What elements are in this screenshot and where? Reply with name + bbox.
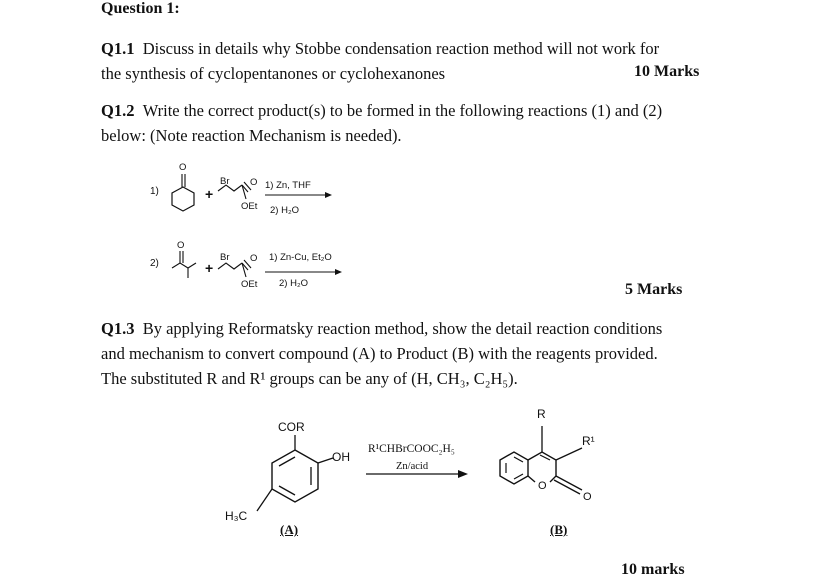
q1-2-number: Q1.2 bbox=[101, 101, 135, 120]
reaction-1-ester-oxygen: O bbox=[250, 177, 258, 188]
q1-3-line1: Q1.3 By applying Reformatsky reaction me… bbox=[101, 316, 761, 341]
reaction-2-condition-2: 2) H₂O bbox=[279, 278, 309, 289]
q1-1-line1: Q1.1 Discuss in details why Stobbe conde… bbox=[101, 36, 761, 61]
q1-3-text-line3: The substituted R and R¹ groups can be a… bbox=[101, 369, 518, 388]
q1-2-marks: 5 Marks bbox=[625, 281, 683, 298]
reaction-2-ketone-oxygen: O bbox=[177, 240, 185, 251]
product-b-r1: R¹ bbox=[582, 434, 595, 448]
product-b-carbonyl-oxygen: O bbox=[583, 491, 592, 503]
reagent-zn-acid: Zn/acid bbox=[396, 461, 429, 472]
compound-a-label: (A) bbox=[280, 522, 299, 537]
q1-1-marks: 10 Marks bbox=[634, 63, 700, 80]
reaction-2-plus: + bbox=[205, 260, 214, 276]
reaction-1-structures bbox=[171, 174, 332, 212]
reaction-1-plus: + bbox=[205, 186, 214, 202]
reaction-1-condition-2: 2) H₂O bbox=[270, 205, 300, 216]
q1-2-text-line2: below: (Note reaction Mechanism is neede… bbox=[101, 126, 402, 145]
compound-a-oh: OH bbox=[332, 450, 350, 464]
reaction-2-oet: OEt bbox=[241, 279, 258, 290]
reaction-2-bromine: Br bbox=[220, 252, 230, 263]
product-b-r: R bbox=[537, 407, 546, 421]
reaction-2-ester-oxygen: O bbox=[250, 253, 258, 264]
q1-3-number: Q1.3 bbox=[101, 319, 135, 338]
product-b-ring-oxygen: O bbox=[538, 480, 547, 492]
reaction-1-bromine: Br bbox=[220, 176, 230, 187]
reagent-ester: R¹CHBrCOOC₂H₅ bbox=[368, 443, 455, 455]
reaction-1-oet: OEt bbox=[241, 201, 258, 212]
compound-a-cor: COR bbox=[278, 420, 305, 434]
reaction-2-condition-1: 1) Zn-Cu, Et₂O bbox=[269, 252, 332, 263]
product-b-label: (B) bbox=[550, 522, 568, 537]
reformatsky-scheme: COR OH H₃C (A) R¹CHBrCOOC₂H₅ Zn/acid R R… bbox=[200, 400, 650, 550]
reaction-2-scheme: 2) O + Br O OEt 1) Zn-Cu, Et₂O 2) H₂O bbox=[145, 238, 355, 298]
q1-1-number: Q1.1 bbox=[101, 39, 135, 58]
compound-a-h3c: H₃C bbox=[225, 509, 248, 523]
reaction-1-scheme: 1) O + Br O OEt 1) Zn, THF 2) H₂O bbox=[145, 160, 345, 220]
reaction-2-label: 2) bbox=[150, 258, 159, 269]
q1-1-text-line2: the synthesis of cyclopentanones or cycl… bbox=[101, 64, 446, 83]
reaction-1-condition-1: 1) Zn, THF bbox=[265, 180, 311, 191]
q1-1-text-line1: Discuss in details why Stobbe condensati… bbox=[142, 39, 660, 58]
q1-3-text-line2: and mechanism to convert compound (A) to… bbox=[101, 344, 658, 363]
reaction-2-structures bbox=[171, 251, 342, 278]
q1-2-line1: Q1.2 Write the correct product(s) to be … bbox=[101, 98, 761, 123]
reformatsky-structures bbox=[256, 426, 583, 512]
q1-3-marks: 10 marks bbox=[621, 561, 685, 578]
reaction-1-ketone-oxygen: O bbox=[179, 162, 187, 173]
q1-2-text-line1: Write the correct product(s) to be forme… bbox=[142, 101, 663, 120]
q1-3-text-line1: By applying Reformatsky reaction method,… bbox=[142, 319, 663, 338]
reaction-1-label: 1) bbox=[150, 186, 159, 197]
question-title: Question 1: bbox=[101, 0, 180, 17]
